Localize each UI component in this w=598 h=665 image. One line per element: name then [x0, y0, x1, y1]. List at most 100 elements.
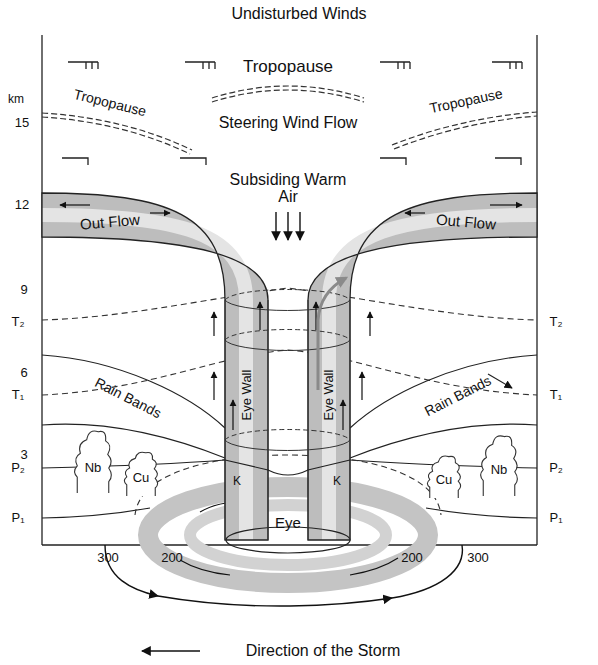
updraft-arrow	[213, 372, 214, 400]
cloud-outline	[124, 452, 157, 496]
updraft-arrow	[405, 212, 425, 213]
updraft-arrow	[490, 204, 522, 205]
rain-band-line	[42, 424, 225, 458]
temperature-isotherm	[42, 288, 537, 320]
spiral-band	[180, 560, 230, 575]
cloud-symbol: Cu	[425, 452, 463, 498]
band-outline	[308, 193, 537, 540]
diagram-title: Undisturbed Winds	[231, 6, 366, 23]
isobar-line	[225, 460, 350, 475]
level-label: T₁	[550, 388, 562, 402]
axis-tick: 9	[20, 283, 27, 297]
isobar-line	[426, 508, 537, 518]
spiral-band	[190, 505, 386, 565]
eye-outline	[226, 527, 350, 553]
band-highlight	[42, 215, 246, 540]
cloud-outline	[75, 431, 112, 493]
spiral-band	[105, 455, 462, 606]
distance-tick: 300	[467, 551, 489, 565]
axis-tick: 3	[20, 448, 27, 462]
spiral-band	[135, 455, 441, 515]
cloud-symbol: Nb	[72, 425, 114, 493]
level-label: P₁	[549, 511, 562, 525]
flow-label: Steering Wind Flow	[219, 115, 358, 132]
updraft-arrow	[60, 204, 90, 205]
tropopause-line	[392, 112, 537, 145]
cloud-outline	[427, 456, 460, 498]
updraft-arrow	[213, 312, 214, 336]
spiral-band	[158, 596, 392, 606]
flow-label: Subsiding Warm Air	[228, 172, 348, 206]
wind-barb	[492, 62, 522, 69]
cloud-symbol: Nb	[478, 430, 520, 496]
level-label: P₂	[549, 461, 563, 475]
cylinder-ellipse	[225, 440, 350, 450]
axis-tick: 6	[20, 366, 27, 380]
outflow-arrow	[318, 278, 346, 390]
wind-barb	[62, 62, 522, 165]
rain-band-line	[42, 355, 225, 428]
distance-tick: 200	[401, 551, 423, 565]
updraft-arrow	[150, 212, 170, 213]
spiral-band	[148, 487, 428, 583]
isobar-line	[225, 460, 350, 475]
updraft-arrow	[259, 302, 260, 330]
isobar-line	[42, 508, 150, 518]
node-title: Cu	[133, 471, 150, 485]
direction-arrow	[142, 650, 200, 651]
direction-label: Direction of the Storm	[246, 643, 401, 660]
wind-barb	[62, 158, 88, 165]
band-outline	[42, 193, 268, 540]
axis-tick: 12	[15, 198, 29, 212]
tropopause-line	[42, 117, 190, 154]
wind-barb	[185, 62, 215, 69]
tropopause-label: Tropopause	[72, 87, 148, 119]
updraft-arrow	[361, 372, 362, 400]
spiral-band	[200, 503, 226, 512]
cloud-symbol-outline	[72, 425, 114, 493]
tropopause-label: Tropopause	[428, 86, 504, 116]
wind-barb	[380, 158, 406, 165]
subsiding-arrow	[275, 212, 276, 240]
updraft-arrow	[232, 400, 233, 430]
direction-arrow	[142, 650, 200, 651]
frame-line	[42, 35, 537, 545]
rain-band-line	[42, 355, 537, 458]
cylinder-ellipse	[225, 340, 350, 350]
node-title: Eye	[275, 515, 301, 531]
tropopause-line	[394, 116, 537, 149]
distance-tick: 200	[161, 551, 183, 565]
spiral-band	[392, 545, 462, 598]
node-title: Nb	[85, 461, 102, 475]
band-label: Rain Bands	[92, 375, 163, 421]
subsiding-arrow	[287, 212, 288, 240]
eye-cylinder: Eye	[225, 526, 351, 554]
node-title: Cu	[436, 473, 453, 487]
subsiding-arrow	[299, 212, 300, 240]
subsiding-arrow	[276, 212, 300, 240]
point-label: K	[233, 475, 241, 488]
tropopause-label: Tropopause	[243, 58, 333, 76]
level-label: T₂	[550, 315, 563, 329]
node-title: Nb	[491, 463, 508, 477]
updraft-arrow	[60, 205, 522, 430]
level-label: T₁	[12, 388, 24, 402]
unit-label: km	[8, 93, 24, 106]
tropopause-line	[212, 90, 364, 102]
point-label: K	[333, 475, 341, 488]
node-text: Eye Wall	[240, 370, 254, 421]
updraft-arrow	[369, 312, 370, 336]
wind-barb	[380, 62, 410, 69]
temperature-isotherm	[42, 288, 537, 395]
wind-barb	[180, 158, 206, 165]
cylinder-ellipse	[225, 290, 350, 540]
updraft-arrow	[342, 400, 343, 430]
band-highlight	[329, 215, 537, 540]
updraft-arrow	[315, 302, 316, 330]
wind-barb	[495, 158, 521, 165]
axis-tick: 15	[15, 116, 29, 130]
cylinder-ellipse	[225, 300, 350, 310]
level-label: T₂	[12, 315, 25, 329]
